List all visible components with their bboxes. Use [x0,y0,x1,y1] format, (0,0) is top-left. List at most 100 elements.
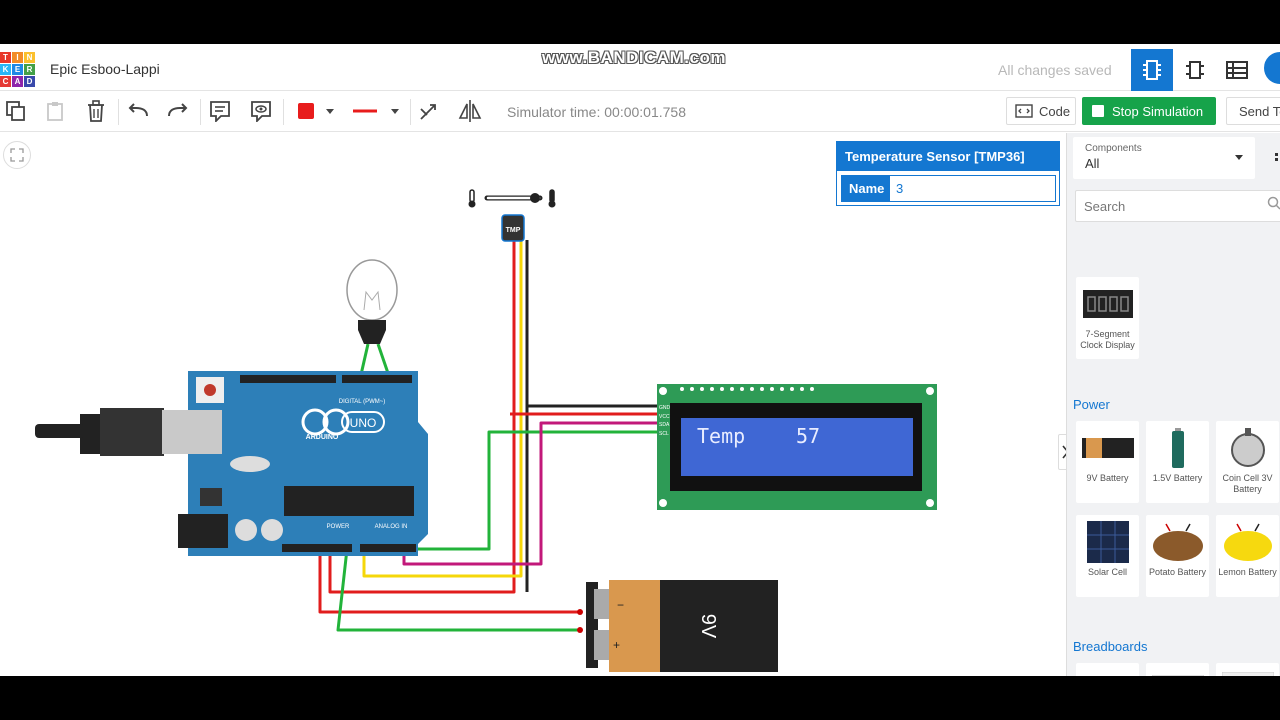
copy-icon [6,101,25,121]
seven-segment-icon [1080,283,1135,325]
coin-cell-icon [1220,427,1275,469]
components-caption: Components [1085,143,1142,154]
schematic-view-button[interactable] [1174,49,1216,91]
logo-tile: N [24,52,35,63]
breadboard-card[interactable] [1216,663,1279,676]
battery-plus-label: + [613,638,620,652]
toolbar-divider [200,99,201,125]
solar-cell-icon [1080,521,1135,563]
9v-battery[interactable]: − + 9V [577,580,778,672]
thermometer-high-icon [548,189,556,208]
thermometer-low-icon [468,189,476,208]
battery-voltage-label: 9V [697,614,719,639]
wire-type-picker[interactable] [348,97,404,125]
components-dropdown[interactable]: Components All [1073,137,1255,179]
copy-button[interactable] [2,97,30,125]
lcd-display[interactable]: Temp 57 GND VCC SDA SCL [657,384,937,510]
circuit-canvas[interactable]: TMP [0,133,1066,676]
notes-visibility-button[interactable] [247,97,275,125]
breadboard-mini-icon [1080,669,1135,676]
arduino-model-label: UNO [350,416,377,430]
component-card[interactable]: Solar Cell [1076,515,1139,597]
rotate-button[interactable] [414,97,442,125]
temperature-sensor[interactable]: TMP [501,214,525,242]
wire-style-icon [353,109,377,113]
zoom-to-fit-button[interactable] [3,141,31,169]
lcd-text-label: Temp [697,424,745,448]
component-card[interactable]: Coin Cell 3V Battery [1216,421,1279,503]
component-card[interactable]: 9V Battery [1076,421,1139,503]
fit-view-icon [10,148,24,162]
toolbar-divider [118,99,119,125]
color-picker[interactable] [290,97,342,125]
arduino-brand-label: ARDUINO [306,434,339,441]
component-card[interactable]: 7-Segment Clock Display [1076,277,1139,359]
component-card[interactable]: Potato Battery [1146,515,1209,597]
component-card[interactable]: Lemon Battery [1216,515,1279,597]
toolbar-divider [283,99,284,125]
toolbar-divider [410,99,411,125]
name-field[interactable]: Name 3 [841,175,1056,202]
component-card-label: Coin Cell 3V Battery [1222,473,1273,494]
logo-tile: C [0,76,11,87]
component-card-label: 7-Segment Clock Display [1080,329,1135,350]
temperature-slider[interactable] [468,189,556,208]
circuit-view-button[interactable] [1131,49,1173,91]
component-card[interactable]: 1.5V Battery [1146,421,1209,503]
battery-minus-label: − [617,598,624,612]
arduino-uno-board[interactable]: UNO ARDUINO DIGITAL (PWM~) POWER ANALOG … [35,371,428,556]
eye-note-icon [251,101,271,122]
name-field-value[interactable]: 3 [896,181,904,196]
note-icon [210,101,230,122]
grid-view-icon[interactable] [1275,153,1280,165]
lcd-pin-gnd: GND [659,405,671,411]
sensor-label: TMP [506,227,521,234]
component-card-label: Potato Battery [1148,567,1207,577]
breadboard-small-icon [1150,669,1205,676]
analog-header-label: ANALOG IN [375,524,408,530]
user-avatar[interactable] [1262,50,1280,86]
lcd-pin-vcc: VCC [659,414,670,420]
redo-button[interactable] [164,97,192,125]
digital-header-label: DIGITAL (PWM~) [339,399,386,405]
redo-icon [168,103,188,117]
send-to-button[interactable]: Send To [1226,97,1280,125]
recording-watermark: www.BANDICAM.com [542,48,726,67]
component-inspector: Temperature Sensor [TMP36] Name 3 [836,141,1060,206]
notes-button[interactable] [206,97,234,125]
power-group-title: Power [1073,397,1110,412]
breadboard-card[interactable] [1076,663,1139,676]
paste-button[interactable] [41,97,69,125]
component-search-input[interactable]: Search [1075,190,1280,222]
components-panel: Components All Search 7-Segment Clock Di… [1066,133,1280,676]
undo-button[interactable] [124,97,152,125]
circuit-drawing: TMP [35,189,937,672]
logo-tile: K [0,64,11,75]
component-card-label: 9V Battery [1086,473,1129,483]
project-title[interactable]: Epic Esboo-Lappi [50,61,160,77]
search-icon[interactable] [1267,196,1280,210]
simulator-time: Simulator time: 00:00:01.758 [507,104,686,120]
code-button[interactable]: Code [1006,97,1076,125]
logo-tile: E [12,64,23,75]
component-list-button[interactable] [1216,49,1258,91]
trash-icon [88,100,104,122]
code-icon [1015,104,1033,118]
stop-simulation-button[interactable]: Stop Simulation [1082,97,1216,125]
component-card-label: Lemon Battery [1218,567,1277,577]
component-card-label: 1.5V Battery [1152,473,1203,483]
wires[interactable] [318,240,657,632]
9v-battery-icon [1080,427,1135,469]
light-bulb[interactable] [346,259,398,344]
inspector-title: Temperature Sensor [TMP36] [837,142,1059,171]
delete-button[interactable] [82,97,110,125]
flip-button[interactable] [456,97,484,125]
breadboard-large-icon [1220,669,1275,676]
slider-thumb[interactable] [530,193,540,203]
flip-icon [458,100,482,122]
breadboard-card[interactable] [1146,663,1209,676]
color-swatch [298,103,314,119]
